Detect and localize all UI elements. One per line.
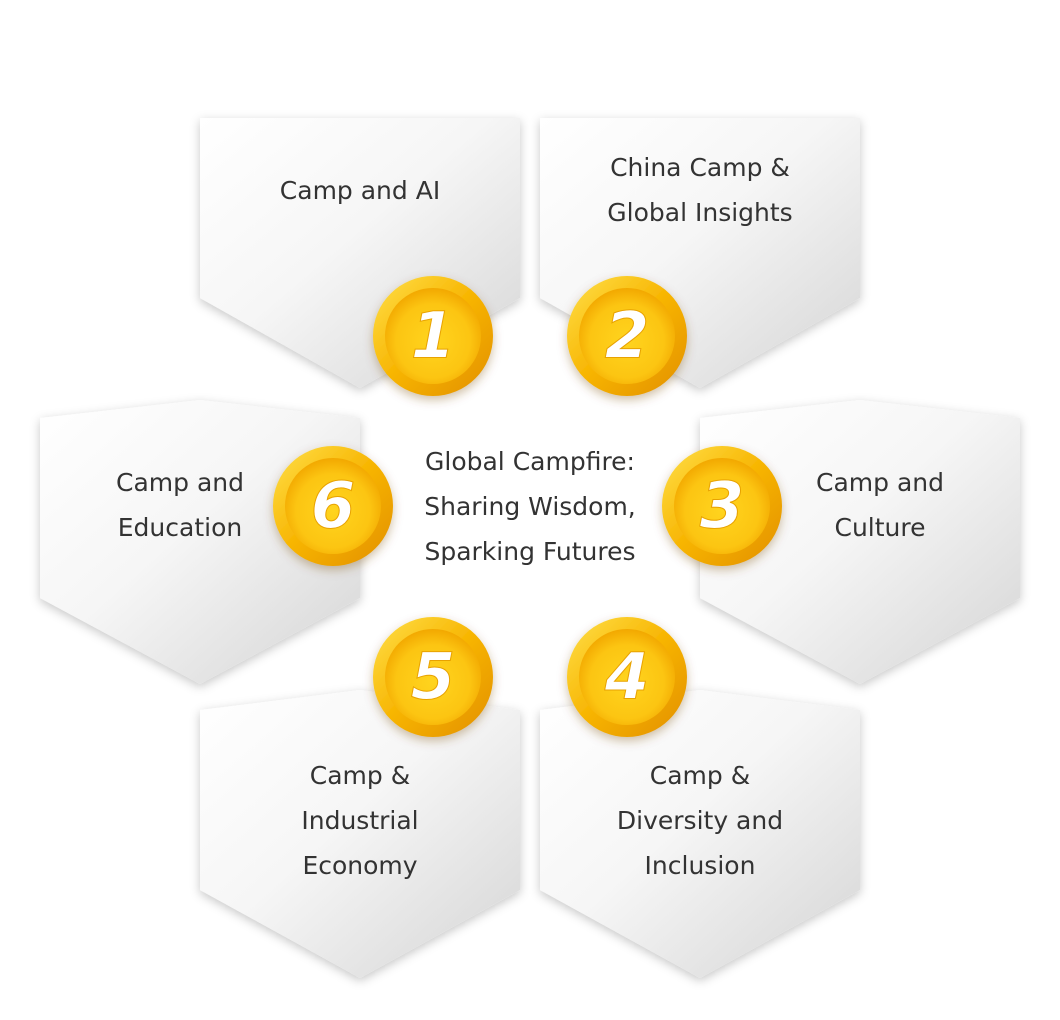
number-badge-5-text: 5 bbox=[411, 641, 456, 715]
segment-label-4: Camp & Diversity and Inclusion bbox=[616, 761, 784, 880]
number-badge-2-text: 2 bbox=[605, 300, 650, 374]
hexagon-segment-3 bbox=[700, 400, 1020, 684]
number-badge-1: 1 bbox=[373, 276, 493, 396]
hexagon-segment-6 bbox=[40, 400, 360, 684]
number-badge-3: 3 bbox=[662, 446, 782, 566]
hexagon-segment-4 bbox=[540, 690, 860, 978]
number-badge-4-text: 4 bbox=[604, 641, 650, 715]
number-badge-3-text: 3 bbox=[700, 470, 745, 544]
number-badge-1-text: 1 bbox=[411, 300, 456, 374]
segment-label-3: Camp and Culture bbox=[816, 468, 944, 542]
segment-label-2: China Camp & Global Insights bbox=[607, 153, 793, 227]
number-badge-6: 6 bbox=[273, 446, 393, 566]
number-badge-2: 2 bbox=[567, 276, 687, 396]
number-badge-4: 4 bbox=[567, 617, 687, 737]
hexagon-segment-5 bbox=[200, 690, 520, 978]
center-title: Global Campfire: Sharing Wisdom, Sparkin… bbox=[424, 446, 636, 566]
number-badge-5: 5 bbox=[373, 617, 493, 737]
segment-label-1: Camp and AI bbox=[279, 175, 441, 205]
segment-label-6: Camp and Education bbox=[116, 468, 244, 542]
segment-label-5: Camp & Industrial Economy bbox=[301, 761, 419, 880]
number-badge-6-text: 6 bbox=[311, 470, 356, 544]
